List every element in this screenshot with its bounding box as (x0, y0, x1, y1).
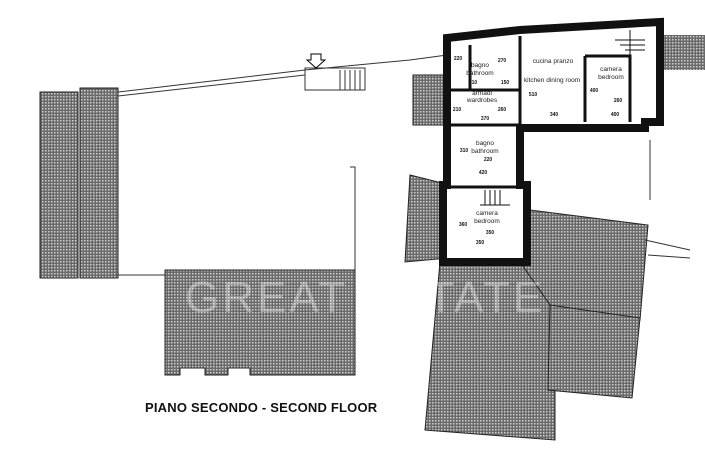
dimension-label: 350 (476, 240, 485, 246)
dimension-label: 220 (484, 157, 493, 163)
roof-left-strip-b (79, 87, 119, 279)
entrance-stair (304, 67, 366, 91)
room-wardrobes-it: armadi (472, 90, 492, 97)
dimension-label: 260 (614, 98, 623, 104)
dimension-label: 260 (498, 107, 507, 113)
room-bathroom-en: bathroom (466, 70, 493, 77)
dimension-labels: 220 270 210 150 210 260 370 510 340 400 … (453, 56, 623, 246)
dimension-label: 420 (479, 170, 488, 176)
room-bedroom1-it: camera (600, 66, 622, 73)
courtyard-outline (117, 54, 691, 276)
dimension-label: 270 (498, 58, 507, 64)
dimension-label: 210 (469, 80, 478, 86)
room-bedroom1-en: bedroom (598, 74, 624, 81)
dimension-label: 400 (590, 88, 599, 94)
dimension-label: 310 (460, 148, 469, 154)
roof-left-strip-a (39, 91, 79, 279)
dimension-label: 510 (529, 92, 538, 98)
room-kitchen-en: kitchen dining room (524, 77, 580, 84)
room-bedroom2-it: camera (476, 210, 498, 217)
room-labels: bagno bathroom armadi wardrobes cucina p… (466, 58, 624, 225)
floor-caption: PIANO SECONDO - SECOND FLOOR (145, 400, 378, 415)
dimension-label: 360 (459, 222, 468, 228)
entrance-arrow-icon (305, 53, 327, 69)
dimension-label: 370 (481, 116, 490, 122)
dimension-label: 210 (453, 107, 462, 113)
dimension-label: 400 (611, 112, 620, 118)
roof-bottom-block (164, 269, 356, 376)
dimension-label: 220 (454, 56, 463, 62)
dimension-label: 150 (501, 80, 510, 86)
room-wardrobes-en: wardrobes (466, 97, 498, 104)
room-bathroom-it: bagno (471, 62, 489, 69)
room-kitchen-it: cucina pranzo (533, 58, 574, 65)
dimension-label: 350 (486, 230, 495, 236)
roof-lower-right (547, 304, 641, 399)
room-bathroom2-it: bagno (476, 140, 494, 147)
dimension-label: 340 (550, 112, 559, 118)
watermark: GREAT ESTATE (185, 273, 545, 322)
roof-top-right (660, 35, 705, 70)
room-bedroom2-en: bedroom (474, 218, 500, 225)
building-walls (439, 17, 664, 266)
room-bathroom2-en: bathroom (471, 148, 498, 155)
